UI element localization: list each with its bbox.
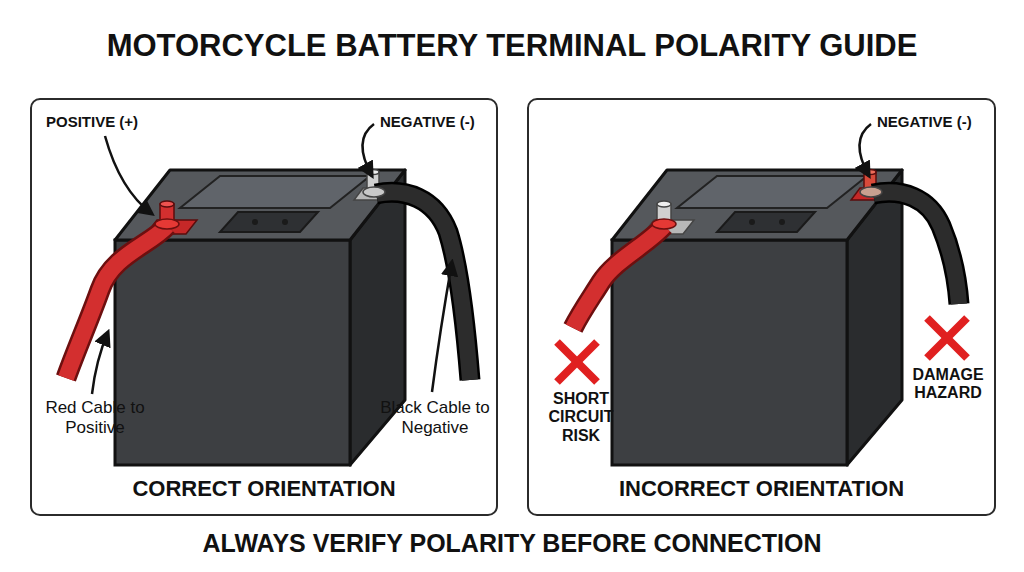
terminal-label: POSITIVE (+) [46,113,166,130]
battery-incorrect [557,124,967,465]
terminal-label: NEGATIVE (-) [380,113,492,130]
orientation-panel: CORRECT ORIENTATION [30,98,498,516]
panel-caption: CORRECT ORIENTATION [32,476,496,502]
cable-label: Red Cable to Positive [40,398,150,437]
cable-label: Black Cable to Negative [378,398,492,437]
diagram-caption: ALWAYS VERIFY POLARITY BEFORE CONNECTION [0,529,1024,558]
panel-caption: INCORRECT ORIENTATION [529,476,994,502]
diagram-title: MOTORCYCLE BATTERY TERMINAL POLARITY GUI… [0,28,1024,64]
terminal-label: NEGATIVE (-) [877,113,989,130]
orientation-panel: INCORRECT ORIENTATION [527,98,996,516]
warning-cross [557,318,967,382]
warning-label: DAMAGE HAZARD [906,366,990,403]
warning-label: SHORT CIRCUIT RISK [536,390,626,445]
